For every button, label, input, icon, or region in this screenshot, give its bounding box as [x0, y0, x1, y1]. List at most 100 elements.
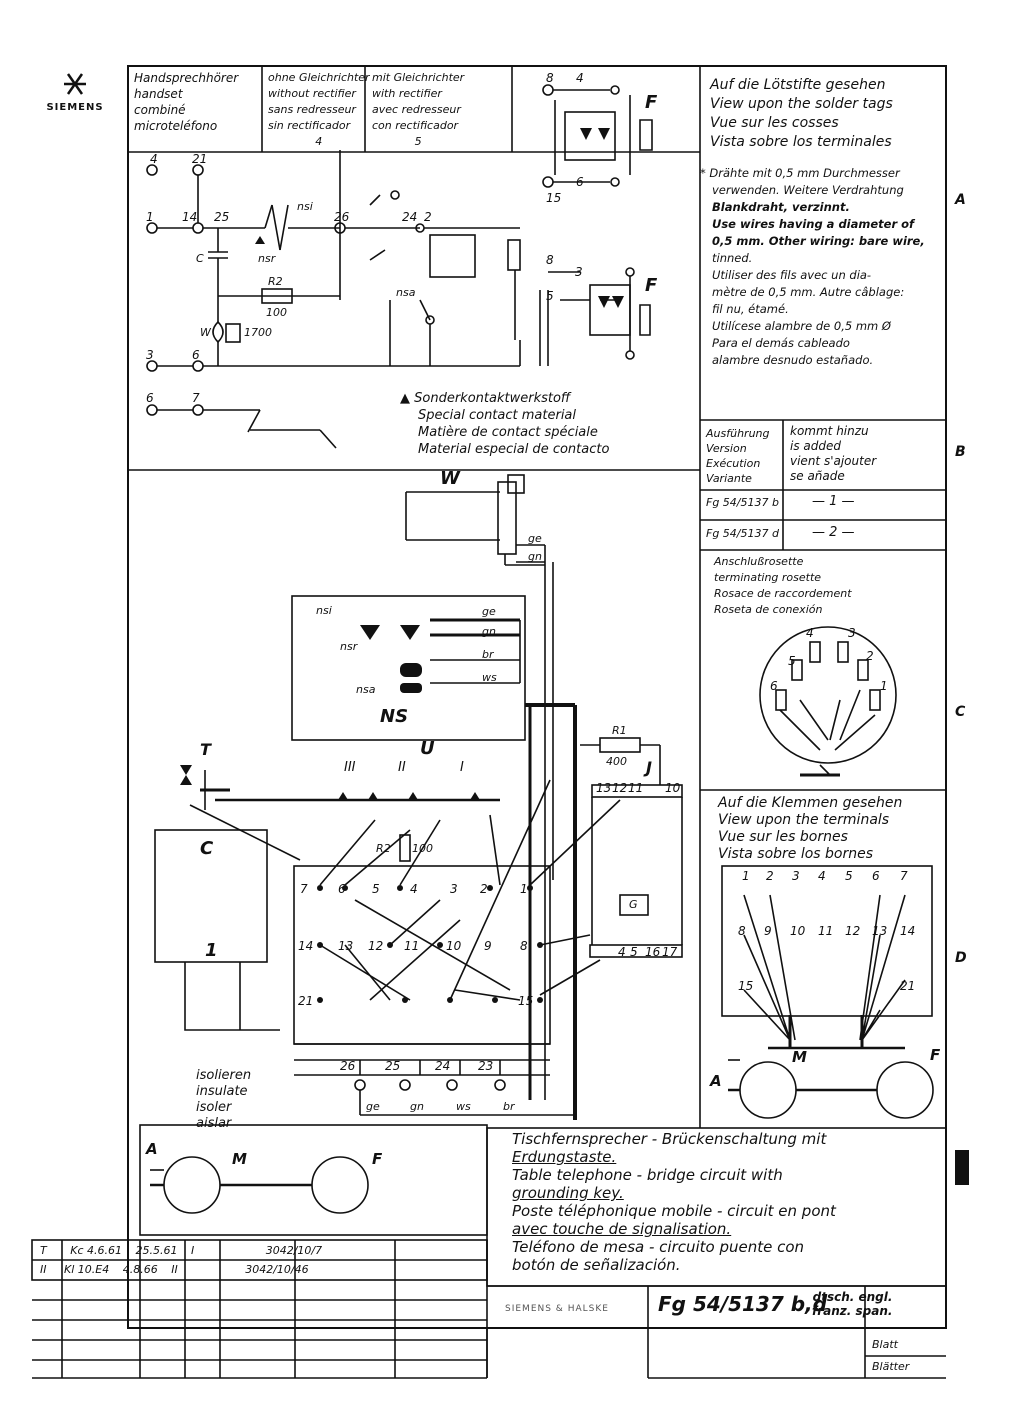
rosette-label-fr: Rosace de raccordement [714, 587, 852, 600]
variant-head-cell: Variante [706, 472, 752, 485]
margin-letter-b: B [955, 444, 966, 460]
siemens-logo: SIEMENS [40, 70, 110, 113]
variant-head-cell: is added [790, 439, 841, 453]
margin-letter-a: A [955, 192, 966, 208]
label-wire-ge-w: ge [528, 532, 542, 545]
solder-view-label: Auf die Lötstifte gesehen View upon the … [710, 76, 893, 152]
svg-text:12: 12 [845, 924, 860, 938]
svg-text:2: 2 [424, 210, 432, 224]
sheets-label: Blätter [872, 1360, 910, 1373]
header-with-de: mit Gleichrichter [372, 71, 465, 84]
title-line: Tischfernsprecher - Brückenschaltung mit [512, 1130, 827, 1148]
language-line: dtsch. engl. [812, 1290, 893, 1304]
label-R2-val: 100 [412, 842, 433, 855]
label-C-num: 1 [205, 940, 218, 961]
label-C-top: C [196, 252, 204, 265]
svg-text:21: 21 [298, 994, 313, 1008]
languages: dtsch. engl. franz. span. [812, 1290, 892, 1318]
rosette-label: Anschlußrosette terminating rosette Rosa… [714, 554, 852, 618]
label-F-right: F [930, 1046, 941, 1064]
svg-text:5: 5 [546, 289, 554, 303]
terminals-view-label: Auf die Klemmen gesehen View upon the te… [718, 795, 902, 863]
solder-view-de: Auf die Lötstifte gesehen [710, 77, 886, 93]
svg-text:21: 21 [900, 979, 915, 993]
svg-text:4: 4 [410, 882, 418, 896]
special-contact-de: Sonderkontaktwerkstoff [414, 391, 571, 406]
label-wire-gn: gn [482, 625, 496, 638]
label-M-left: M [232, 1150, 247, 1168]
svg-text:6: 6 [146, 391, 154, 405]
title-line: avec touche de signalisation. [512, 1220, 732, 1238]
svg-text:1: 1 [742, 869, 750, 883]
svg-text:26: 26 [334, 210, 350, 224]
label-nsi-top: nsi [297, 200, 313, 213]
svg-text:3: 3 [146, 348, 154, 362]
revision-row: II Kl 10.E4 4.8.66 II 3042/10/46 [40, 1263, 309, 1276]
svg-text:9: 9 [764, 924, 772, 938]
variant-head-cell: kommt hinzu [790, 424, 869, 438]
variant-table-head-right: kommt hinzu is added vient s'ajouter se … [790, 424, 876, 484]
terminals-view-en: View upon the terminals [718, 812, 890, 828]
header-handset-en: handset [134, 87, 183, 101]
label-sw-II: II [398, 760, 406, 775]
sheet-label: Blatt [872, 1338, 898, 1351]
terminals-view-es: Vista sobre los bornes [718, 846, 874, 862]
header-handset-fr: combiné [134, 103, 186, 117]
svg-text:14: 14 [900, 924, 915, 938]
svg-text:8: 8 [520, 939, 528, 953]
svg-text:7: 7 [900, 869, 908, 883]
label-W-val: 1700 [244, 326, 272, 339]
svg-text:24: 24 [435, 1059, 450, 1073]
insulate-de: isolieren [196, 1068, 252, 1083]
label-F-mid: F [645, 275, 658, 296]
title-line: Teléfono de mesa - circuito puente con [512, 1238, 805, 1256]
special-contact-fr: Matière de contact spéciale [418, 425, 598, 440]
header-with-en: with rectifier [372, 87, 442, 100]
label-term-ge: ge [366, 1100, 380, 1113]
label-G: G [629, 898, 638, 911]
header-handset-de: Handsprechhörer [134, 71, 239, 85]
svg-text:4: 4 [818, 869, 826, 883]
svg-text:23: 23 [478, 1059, 493, 1073]
terminals-view-fr: Vue sur les bornes [718, 829, 848, 845]
title-line: grounding key. [512, 1184, 624, 1202]
variant-row-value-text: 2 [829, 525, 838, 540]
wire-note-mark: * [700, 166, 706, 180]
solder-view-es: Vista sobre los terminales [710, 134, 892, 150]
label-R2-top: R2 [268, 275, 283, 288]
header-without-en: without rectifier [268, 87, 356, 100]
header-without-de: ohne Gleichrichter [268, 71, 370, 84]
svg-text:3: 3 [450, 882, 458, 896]
label-T: T [200, 740, 211, 759]
label-A-right: A [710, 1072, 722, 1090]
svg-text:13: 13 [872, 924, 887, 938]
rosette-label-en: terminating rosette [714, 571, 822, 584]
variant-row-value: — 1 — [812, 494, 855, 509]
label-J: J [646, 758, 652, 777]
solder-view-fr: Vue sur les cosses [710, 115, 839, 131]
svg-text:10: 10 [665, 781, 681, 795]
label-R1: R1 [612, 724, 627, 737]
label-M-right: M [792, 1048, 807, 1066]
label-wire-ge: ge [482, 605, 496, 618]
special-contact-es: Material especial de contacto [418, 442, 610, 457]
svg-text:13: 13 [338, 939, 353, 953]
revision-ref: 3042/10/7 [265, 1244, 323, 1257]
svg-text:3: 3 [575, 265, 583, 279]
revision-index: II [171, 1263, 178, 1276]
svg-text:17: 17 [662, 945, 678, 959]
header-with-fr: avec redresseur [372, 103, 461, 116]
title-line: botón de señalización. [512, 1256, 681, 1274]
header-with-es: con rectificador [372, 119, 459, 132]
label-F-top: F [645, 92, 658, 113]
title-block-text: Tischfernsprecher - Brückenschaltung mit… [512, 1130, 836, 1274]
wire-note-line: Use wires having a diameter of [712, 217, 915, 231]
terminals-view-de: Auf die Klemmen gesehen [718, 795, 903, 811]
label-nsa-top: nsa [396, 286, 416, 299]
svg-text:6: 6 [770, 679, 778, 693]
title-line: Poste téléphonique mobile - circuit en p… [512, 1202, 836, 1220]
wire-note-line: 0,5 mm. Other wiring: bare wire, [712, 234, 925, 248]
wire-note-line: alambre desnudo estañado. [712, 353, 874, 367]
svg-text:5: 5 [630, 945, 638, 959]
